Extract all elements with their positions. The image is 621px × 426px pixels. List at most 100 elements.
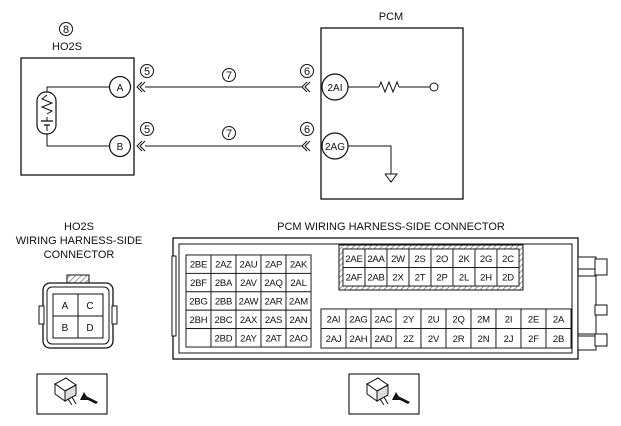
pin-label: 2Z <box>403 334 414 345</box>
probe-icon <box>348 373 420 415</box>
pin-label: 2AG <box>349 314 367 325</box>
callout-wire-b: 7 <box>226 128 232 140</box>
pcm-pin-2ai-label: 2AI <box>327 83 342 94</box>
pin-label: 2BA <box>215 278 233 289</box>
pin-cell <box>185 328 212 348</box>
ho2s-connector-title-2: WIRING HARNESS-SIDE <box>16 235 143 247</box>
pin-cell <box>545 328 572 349</box>
pin-label: 2N <box>478 334 490 345</box>
pin-label: 2M <box>477 314 490 325</box>
pin-label: 2C <box>502 254 514 265</box>
pcm-connector: PCM WIRING HARNESS-SIDE CONNECTOR 2BE 2AZ… <box>171 221 608 415</box>
pin-label: 2AX <box>240 315 258 326</box>
pin-label: 2AD <box>375 334 393 345</box>
pin-label: 2B <box>553 334 564 345</box>
pin-label: 2H <box>480 272 492 283</box>
pin-label: 2BC <box>215 315 233 326</box>
pin-label: 2AI <box>327 314 341 325</box>
pin-label: 2AS <box>265 315 282 326</box>
sensor-callout-circle <box>59 22 73 36</box>
sensor-pin-b <box>108 134 132 158</box>
pin-label: 2AB <box>367 272 384 283</box>
pin-label: 2Y <box>403 314 415 325</box>
pin-label: 2AR <box>265 297 283 308</box>
pin-label: 2K <box>458 254 470 265</box>
pin-cell <box>285 328 312 348</box>
pin-label: 2BH <box>190 315 208 326</box>
callout-pcm-side-a: 6 <box>304 66 310 78</box>
pin-label: 2AV <box>240 278 258 289</box>
ground-icon <box>384 173 398 183</box>
sensor-box <box>20 57 135 176</box>
pin-label: 2AK <box>290 260 308 271</box>
callout-sensor-side-b: 5 <box>144 124 150 136</box>
pin-label: 2U <box>428 314 440 325</box>
ho2s-connector: HO2S WIRING HARNESS-SIDE CONNECTOR A C B… <box>16 221 143 415</box>
pin-label: 2AA <box>367 254 385 265</box>
pin-label: 2AF <box>346 272 363 283</box>
pcm-box <box>320 27 464 200</box>
pcm-label: PCM <box>379 11 403 23</box>
pin-label: 2D <box>502 272 514 283</box>
pin-label: 2AQ <box>264 278 282 289</box>
pin-label: 2AO <box>289 333 307 344</box>
heater-element <box>36 86 120 147</box>
pin-label: 2W <box>391 254 405 265</box>
pin-label: 2BE <box>190 260 207 271</box>
pin-label: 2AL <box>290 278 306 289</box>
pin-label: 2AM <box>289 297 308 308</box>
pcm-connector-title: PCM WIRING HARNESS-SIDE CONNECTOR <box>277 221 505 233</box>
pin-label: 2P <box>436 272 447 283</box>
pin-label: 2BG <box>189 297 207 308</box>
sensor-pin-b-label: B <box>117 142 124 153</box>
pin-label: 2AY <box>240 333 258 344</box>
pin-label: 2Q <box>452 314 464 325</box>
pin-label: 2T <box>415 272 426 283</box>
pin-label: 2BD <box>215 333 233 344</box>
sensor-label: HO2S <box>52 41 82 53</box>
ho2s-connector-title-1: HO2S <box>64 221 94 233</box>
pin-label: 2AP <box>265 260 282 271</box>
pin-label: 2AC <box>375 314 393 325</box>
ho2s-pin-b: B <box>62 323 69 334</box>
ho2s-pin-c: C <box>86 301 93 312</box>
pin-label: 2R <box>453 334 465 345</box>
schematic: 8 HO2S A B <box>20 11 464 200</box>
pcm-bottom-right-pin-grid: 2AI 2AG 2AC 2Y 2U 2Q 2M 2I 2E 2A 2AJ 2AH 2AD 2Z 2V 2R 2N… <box>320 308 572 349</box>
pin-label: 2V <box>428 334 440 345</box>
pin-cell <box>496 267 520 287</box>
ho2s-pin-d: D <box>86 323 93 334</box>
pin-label: 2AH <box>350 334 368 345</box>
pin-label: 2J <box>504 334 514 345</box>
pin-label: 2AW <box>239 297 259 308</box>
ho2s-connector-title-3: CONNECTOR <box>44 249 115 261</box>
pin-label: 2BF <box>190 278 207 289</box>
pin-label: 2L <box>459 272 469 283</box>
pcm-pin-2ag-label: 2AG <box>325 142 345 153</box>
pin-label: 2S <box>414 254 425 265</box>
pin-label: 2O <box>436 254 448 265</box>
sensor-callout: 8 <box>63 24 69 36</box>
pin-label: 2A <box>553 314 565 325</box>
ho2s-pin-a: A <box>62 301 69 312</box>
pin-label: 2X <box>392 272 404 283</box>
pin-label: 2AE <box>345 254 362 265</box>
pcm-resistor <box>378 80 400 94</box>
pcm-top-right-pin-grid: 2AE 2AA 2W 2S 2O 2K 2G 2C 2AF 2AB 2X 2T 2P 2L 2H 2D <box>342 248 520 287</box>
pin-label: 2F <box>528 334 539 345</box>
probe-icon <box>36 373 108 415</box>
pin-label: 2AU <box>240 260 258 271</box>
pin-label: 2AN <box>290 315 308 326</box>
callout-sensor-side-a: 5 <box>144 66 150 78</box>
sensor-pin-a <box>108 75 132 99</box>
pin-label: 2AJ <box>326 334 342 345</box>
callout-wire-a: 7 <box>226 70 232 82</box>
sensor-pin-a-label: A <box>117 83 124 94</box>
pin-label: 2E <box>528 314 539 325</box>
pcm-terminal <box>429 82 439 92</box>
pin-label: 2I <box>505 314 513 325</box>
pin-label: 2G <box>480 254 492 265</box>
pin-label: 2AZ <box>215 260 232 271</box>
